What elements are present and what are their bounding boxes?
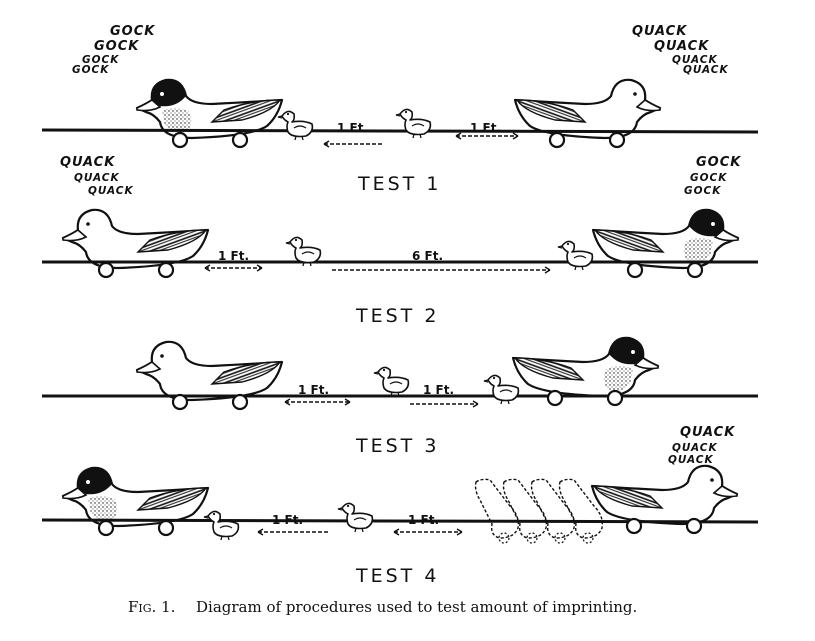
test-3-distance-right: 1 Ft. [410,383,479,408]
test-4-duckling-left [203,510,240,541]
svg-text:1 Ft.: 1 Ft. [272,513,303,527]
test-3-panel: 1 Ft. 1 Ft. TEST 3 [42,336,758,457]
svg-text:GOCK: GOCK [696,155,741,170]
svg-text:6 Ft.: 6 Ft. [412,249,443,263]
svg-text:GOCK: GOCK [94,39,139,54]
svg-text:QUACK: QUACK [88,185,134,197]
figure-caption: Fig. 1. Diagram of procedures used to te… [128,598,637,616]
test-2-distance-left: 1 Ft. [204,249,263,272]
test-2-left-sound: QUACK QUACK QUACK [60,155,134,197]
test-2-distance-right: 6 Ft. [332,249,551,274]
test-3-label: TEST 3 [355,435,439,457]
svg-text:1 Ft.: 1 Ft. [337,121,368,135]
svg-text:QUACK: QUACK [672,54,718,66]
svg-text:QUACK: QUACK [672,442,718,454]
test-2-label: TEST 2 [355,305,439,327]
test-3-duckling-middle [373,366,410,397]
test-4-distance-right: 1 Ft. [393,513,463,536]
test-2-duckling-right [557,240,594,271]
caption-text: Diagram of procedures used to test amoun… [196,598,637,616]
test-4-distance-left: 1 Ft. [257,513,330,536]
test-1-right-sound: QUACK QUACK QUACK QUACK [632,24,729,76]
test-4-label: TEST 4 [355,565,439,587]
test-1-panel: GOCK GOCK GOCK GOCK QUACK QUACK QUACK QU… [41,24,759,195]
test-2-panel: QUACK QUACK QUACK GOCK GOCK GOCK 1 Ft. 6… [42,155,758,327]
svg-text:GOCK: GOCK [110,24,155,39]
svg-text:1 Ft.: 1 Ft. [470,121,501,135]
svg-text:QUACK: QUACK [60,155,115,170]
caption-prefix: Fig. 1. [128,598,175,616]
test-3-duckling-right [483,374,520,405]
test-1-duckling-middle [395,108,432,139]
svg-text:GOCK: GOCK [82,54,119,66]
test-4-panel: QUACK QUACK QUACK 1 Ft. 1 Ft. TEST 4 [41,425,759,587]
svg-text:QUACK: QUACK [74,172,120,184]
svg-text:1 Ft.: 1 Ft. [298,383,329,397]
test-2-male-decoy [591,208,740,279]
test-4-male-decoy [61,466,210,537]
test-1-female-decoy [513,78,662,149]
svg-text:QUACK: QUACK [683,64,729,76]
test-1-male-decoy [135,78,284,149]
test-2-right-sound: GOCK GOCK GOCK [684,155,741,197]
test-1-distance-left: 1 Ft. [323,121,384,148]
test-4-decoy-trail [474,478,604,544]
svg-text:QUACK: QUACK [680,425,735,440]
test-1-left-sound: GOCK GOCK GOCK GOCK [72,24,155,76]
svg-text:GOCK: GOCK [690,172,727,184]
test-3-female-decoy [135,340,284,411]
test-2-female-decoy [61,208,210,279]
svg-text:QUACK: QUACK [654,39,709,54]
svg-text:GOCK: GOCK [684,185,721,197]
test-3-distance-left: 1 Ft. [284,383,351,406]
test-1-duckling-left [277,110,314,141]
test-1-label: TEST 1 [357,173,441,195]
svg-text:QUACK: QUACK [632,24,687,39]
svg-text:QUACK: QUACK [668,454,714,466]
svg-text:1 Ft.: 1 Ft. [423,383,454,397]
test-1-distance-right: 1 Ft. [455,121,519,140]
svg-text:GOCK: GOCK [72,64,109,76]
test-1-ground-line [41,128,759,134]
svg-text:1 Ft.: 1 Ft. [218,249,249,263]
svg-text:1 Ft.: 1 Ft. [408,513,439,527]
test-4-duckling-middle [337,502,374,533]
test-4-right-sound: QUACK QUACK QUACK [668,425,735,466]
